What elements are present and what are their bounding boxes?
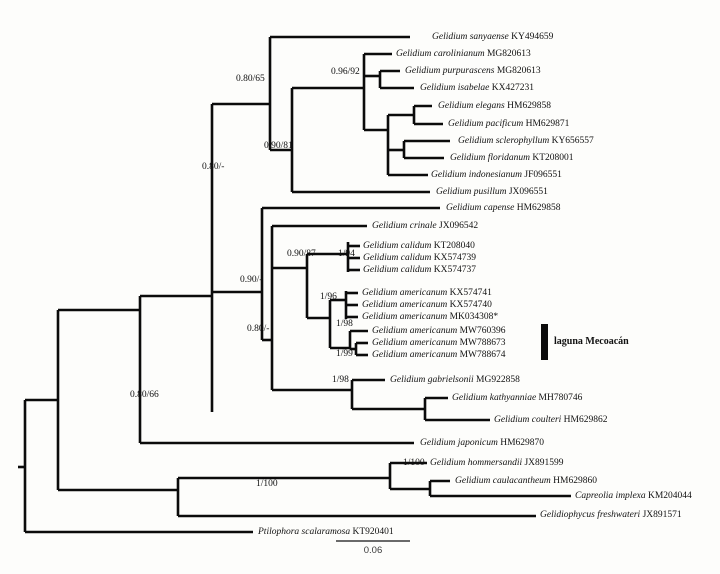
tip-label-japonicum: Gelidium japonicum HM629870 [420, 438, 545, 448]
tip-label-caulacantheum: Gelidium caulacantheum HM629860 [455, 476, 597, 486]
support-node-crown-upper: 0.80/- [202, 162, 225, 172]
tip-label-americanum-mk034308: Gelidium americanum MK034308* [362, 312, 499, 322]
mecoacan-marker-bar [541, 324, 548, 360]
tip-label-calidum-kx574737: Gelidium calidum KX574737 [363, 265, 476, 275]
tip-label-kathyanniae: Gelidium kathyanniae MH780746 [452, 393, 583, 403]
tip-label-americanum-kx574740: Gelidium americanum KX574740 [362, 300, 492, 310]
mecoacan-annotation-label: laguna Mecoacán [554, 336, 629, 347]
tip-label-purpurascens: Gelidium purpurascens MG820613 [405, 66, 541, 76]
tip-label-americanum-kx574741: Gelidium americanum KX574741 [362, 288, 492, 298]
support-node-calidum-american: 0.90/87 [287, 249, 316, 259]
support-node-capense-clade: 0.90/- [240, 275, 263, 285]
tip-label-calidum-kt208040: Gelidium calidum KT208040 [363, 241, 475, 251]
tip-label-coulteri: Gelidium coulteri HM629862 [494, 415, 608, 425]
support-node-american-clade: 0.80/- [247, 324, 270, 334]
tip-label-americanum-mw788674: Gelidium americanum MW788674 [372, 350, 506, 360]
support-node-americanum-all: 1/96 [320, 292, 337, 302]
support-node-pusillum-clade: 0.90/81 [264, 141, 293, 151]
support-node-mecoacan: 1/98 [336, 319, 353, 329]
support-node-gelidium-upper: 0.80/65 [236, 74, 265, 84]
tip-label-hommersandii: Gelidium hommersandii JX891599 [430, 458, 564, 468]
tip-label-isabelae: Gelidium isabelae KX427231 [420, 83, 534, 93]
tip-label-freshwateri: Gelidiophycus freshwateri JX891571 [540, 510, 682, 520]
support-node-outgroup: 1/100 [256, 479, 278, 489]
tip-label-implexa: Capreolia implexa KM204044 [575, 491, 692, 501]
support-node-gelidium-root: 0.80/66 [130, 390, 159, 400]
tip-label-indonesianum: Gelidium indonesianum JF096551 [431, 170, 562, 180]
scale-bar-label: 0.06 [363, 545, 383, 556]
support-node-gabrielsonii: 1/98 [332, 375, 349, 385]
tip-label-sclerophyllum: Gelidium sclerophyllum KY656557 [458, 136, 594, 146]
tip-label-americanum-mw760396: Gelidium americanum MW760396 [372, 326, 506, 336]
tip-label-gabrielsonii: Gelidium gabrielsonii MG922858 [390, 375, 520, 385]
tip-label-scalaramosa: Ptilophora scalaramosa KT920401 [258, 527, 394, 537]
support-node-calidum: 1/94 [338, 249, 355, 259]
support-node-mecoacan-sub: 1/99 [336, 349, 353, 359]
support-node-capreolia: 1/100 [403, 458, 425, 468]
tip-label-pusillum: Gelidium pusillum JX096551 [436, 187, 548, 197]
tip-label-elegans: Gelidium elegans HM629858 [438, 101, 551, 111]
tip-label-pacificum: Gelidium pacificum HM629871 [448, 119, 570, 129]
tip-label-floridanum: Gelidium floridanum KT208001 [450, 153, 574, 163]
tip-label-carolinianum: Gelidium carolinianum MG820613 [396, 49, 531, 59]
tip-label-calidum-kx574739: Gelidium calidum KX574739 [363, 253, 476, 263]
tip-label-sanyaense: Gelidium sanyaense KY494659 [432, 32, 554, 42]
tip-label-americanum-mw788673: Gelidium americanum MW788673 [372, 338, 506, 348]
support-node-isabelae-clade: 0.96/92 [331, 67, 360, 77]
tip-label-crinale: Gelidium crinale JX096542 [372, 221, 479, 231]
tip-label-capense: Gelidium capense HM629858 [446, 203, 561, 213]
